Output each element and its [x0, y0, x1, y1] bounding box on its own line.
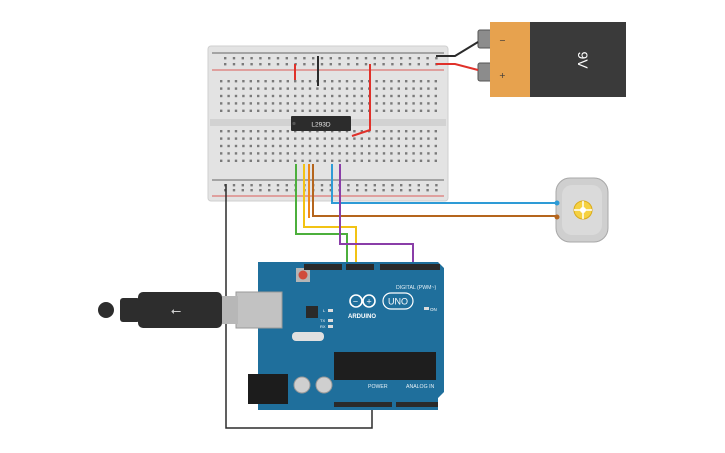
battery-positive-wire: [436, 63, 479, 71]
on-led-label: ON: [430, 307, 437, 312]
chip-label: L293D: [311, 122, 330, 129]
digital-header-label: DIGITAL (PWM~): [396, 285, 436, 291]
reset-button[interactable]: [298, 270, 308, 280]
battery-voltage-label: 9V: [575, 51, 591, 69]
usb-cable: ⭠: [98, 292, 222, 328]
arduino-brand: ARDUINO: [348, 314, 376, 320]
arduino-uno-board[interactable]: ⭠ DIGITAL (PWM~) − + ARDUINO UNO L TX RX: [98, 262, 444, 410]
wire-motor-brown: [312, 164, 556, 217]
battery-plus-label: +: [499, 71, 506, 80]
led-tx-label: TX: [320, 318, 325, 323]
led-l-label: L: [323, 308, 326, 313]
power-header-label: POWER: [368, 384, 388, 390]
arduino-logo: − +: [349, 294, 376, 308]
wire-yellow: [303, 164, 357, 266]
wire-green: [295, 164, 348, 266]
analog-header-label: ANALOG IN: [406, 384, 435, 390]
wire-purple: [339, 164, 414, 266]
battery-9v[interactable]: − + 9V: [477, 22, 626, 97]
led-rx-label: RX: [320, 324, 326, 329]
dc-motor[interactable]: [554, 177, 609, 243]
svg-text:−: −: [353, 298, 359, 306]
usb-icon: ⭠: [171, 304, 181, 319]
battery-negative-wire: [436, 41, 479, 57]
battery-minus-label: −: [499, 36, 506, 45]
arduino-model: UNO: [388, 297, 408, 307]
wire-motor-blue: [331, 164, 556, 204]
motor-shaft-icon: [574, 201, 592, 219]
svg-text:+: +: [366, 298, 372, 306]
wire-red-vcc: [351, 64, 371, 137]
l293d-chip[interactable]: L293D: [291, 116, 351, 131]
